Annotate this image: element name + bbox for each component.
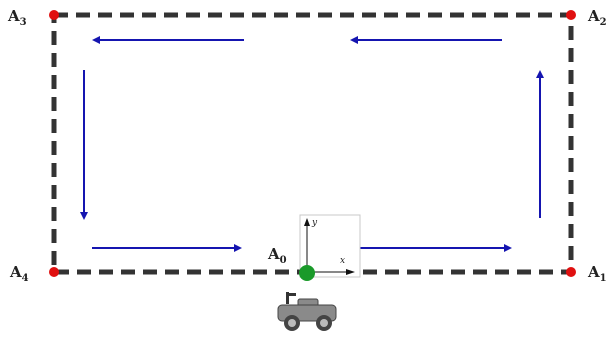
robot-car-icon: [277, 292, 337, 331]
dashed-path: [51, 12, 574, 275]
corner-point-a2: [566, 10, 576, 20]
label-a3: A3: [8, 7, 27, 28]
origin-point: [299, 265, 315, 281]
corner-point-a1: [566, 267, 576, 277]
x-axis-head: [346, 269, 355, 275]
y-axis-head: [304, 218, 310, 226]
label-a4: A4: [10, 263, 29, 284]
label-a0: A0: [268, 245, 287, 266]
corner-point-a3: [49, 10, 59, 20]
corner-point-a4: [49, 267, 59, 277]
label-a2: A2: [588, 7, 607, 28]
frame-box: [299, 214, 361, 278]
label-a1: A1: [588, 263, 607, 284]
x-axis-label: x: [340, 256, 346, 266]
y-axis-label: y: [312, 218, 318, 228]
